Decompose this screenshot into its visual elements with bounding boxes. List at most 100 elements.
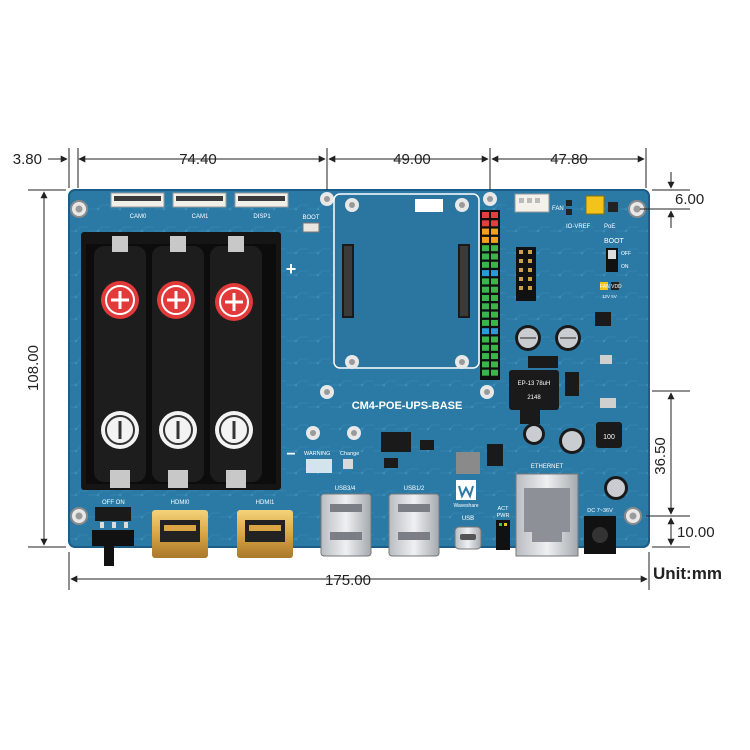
battery-plus-icon bbox=[101, 281, 139, 319]
act-label: ACT bbox=[498, 506, 510, 512]
capacitor bbox=[604, 476, 628, 500]
small-inductor: 100 bbox=[596, 422, 622, 448]
gpio-pin bbox=[482, 261, 489, 268]
gpio-pin bbox=[482, 228, 489, 235]
fan-label: FAN bbox=[552, 206, 564, 212]
gpio-pin bbox=[491, 311, 498, 318]
battery-plus-icon bbox=[157, 281, 195, 319]
gpio-pin bbox=[491, 228, 498, 235]
battery-plus-icon bbox=[215, 283, 253, 321]
usb12-label: USB1/2 bbox=[404, 486, 425, 492]
mounting-hole bbox=[70, 200, 88, 218]
gpio-pin bbox=[482, 270, 489, 277]
hdmi1-port: HDMI1 bbox=[237, 500, 293, 558]
smd-part bbox=[600, 398, 616, 408]
boot-top-label: BOOT bbox=[302, 215, 319, 221]
gpio-pin bbox=[482, 344, 489, 351]
ic-chip bbox=[420, 440, 434, 450]
gpio-pin bbox=[491, 319, 498, 326]
usb34-label: USB3/4 bbox=[335, 486, 356, 492]
ic-chip bbox=[595, 312, 611, 326]
dim-right-top-offset: 6.00 bbox=[675, 191, 704, 208]
ic-chip bbox=[520, 410, 540, 424]
gpio-pin bbox=[482, 319, 489, 326]
usb-c-port: USB bbox=[454, 516, 482, 550]
capacitor bbox=[559, 428, 585, 454]
mounting-hole bbox=[624, 507, 642, 525]
disp1-label: DISP1 bbox=[253, 214, 271, 220]
dc-jack: DC 7~36V bbox=[584, 508, 616, 554]
gpio-pin bbox=[482, 303, 489, 310]
dim-right-mid: 36.50 bbox=[652, 437, 669, 475]
cam0-label: CAM0 bbox=[130, 214, 147, 220]
waveshare-logo: Waveshare bbox=[453, 480, 479, 509]
gpio-pin bbox=[491, 361, 498, 368]
gpio-pin bbox=[482, 328, 489, 335]
usb12-port: USB1/2 bbox=[388, 486, 440, 557]
change-label: Change bbox=[340, 451, 359, 457]
battery-minus-icon bbox=[101, 411, 139, 449]
inductor-label: EP-13 78uH bbox=[518, 381, 551, 387]
minus-silk: − bbox=[286, 446, 295, 463]
gpio-pin bbox=[491, 236, 498, 243]
ic-chip bbox=[384, 458, 398, 468]
warning-label: WARNING bbox=[304, 451, 330, 457]
gpio-pin bbox=[482, 295, 489, 301]
io-vref-jumper: IO-VREF PoE bbox=[566, 195, 618, 230]
boot-right-label: BOOT bbox=[604, 238, 625, 245]
boot-off-label: OFF bbox=[621, 251, 631, 257]
ethernet-port: ETHERNET bbox=[515, 464, 579, 557]
gpio-pin bbox=[482, 361, 489, 368]
plus-silk: + bbox=[286, 259, 297, 279]
brand-label: Waveshare bbox=[453, 503, 478, 509]
gpio-pin bbox=[491, 278, 498, 285]
gpio-pin bbox=[491, 344, 498, 351]
gpio-pin bbox=[482, 278, 489, 285]
gpio-pin bbox=[482, 245, 489, 252]
gpio-pin bbox=[482, 369, 489, 376]
ic-chip bbox=[381, 432, 411, 452]
gpio-pin bbox=[482, 253, 489, 260]
gpio-pin bbox=[491, 369, 498, 376]
fan-vdd-options: 12V 5V bbox=[602, 294, 617, 299]
gpio-pin bbox=[491, 261, 498, 268]
mounting-hole bbox=[628, 200, 646, 218]
mounting-hole bbox=[306, 426, 320, 440]
act-pwr-leds: ACT PWR bbox=[496, 506, 510, 550]
hdmi0-label: HDMI0 bbox=[171, 500, 190, 506]
mounting-hole bbox=[70, 507, 88, 525]
gpio-pin bbox=[482, 353, 489, 360]
gpio-pin bbox=[491, 328, 498, 335]
gpio-pin bbox=[491, 270, 498, 277]
smd-part bbox=[600, 355, 612, 364]
inductor: EP-13 78uH 2148 bbox=[509, 370, 559, 410]
dim-top-left-margin: 3.80 bbox=[13, 151, 42, 168]
dim-top-span-3: 47.80 bbox=[550, 151, 588, 168]
dim-right-bottom: 10.00 bbox=[677, 524, 715, 541]
gpio-pin bbox=[491, 245, 498, 252]
power-switch: OFF ON bbox=[92, 500, 134, 566]
fan-vdd-label: FAN VDD bbox=[600, 284, 622, 290]
dim-bottom-width: 175.00 bbox=[325, 572, 371, 589]
capacitor bbox=[523, 423, 545, 445]
hdmi1-label: HDMI1 bbox=[256, 500, 275, 506]
boot-switch: BOOT OFF ON FAN VDD 12V 5V bbox=[600, 238, 631, 299]
gpio-pin bbox=[491, 295, 498, 301]
mounting-holes bbox=[70, 192, 646, 525]
gpio-pin bbox=[482, 212, 489, 218]
fan-connector: FAN bbox=[514, 193, 564, 213]
boot-button: BOOT bbox=[302, 215, 320, 233]
gpio-pin bbox=[482, 336, 489, 343]
gpio-pin bbox=[491, 253, 498, 260]
gpio-pin bbox=[491, 212, 498, 218]
mounting-hole bbox=[483, 192, 497, 206]
mounting-hole bbox=[347, 426, 361, 440]
poe-label: PoE bbox=[604, 224, 615, 230]
small-inductor-label: 100 bbox=[603, 434, 615, 441]
gpio-pin bbox=[482, 220, 489, 227]
dimension-labels: 3.80 74.40 49.00 47.80 6.00 108.00 36.50… bbox=[13, 151, 722, 589]
pwr-label: PWR bbox=[497, 513, 510, 519]
warning-block: WARNING Change bbox=[304, 451, 359, 473]
dim-left-height: 108.00 bbox=[25, 345, 42, 391]
ic-chip bbox=[487, 444, 503, 466]
